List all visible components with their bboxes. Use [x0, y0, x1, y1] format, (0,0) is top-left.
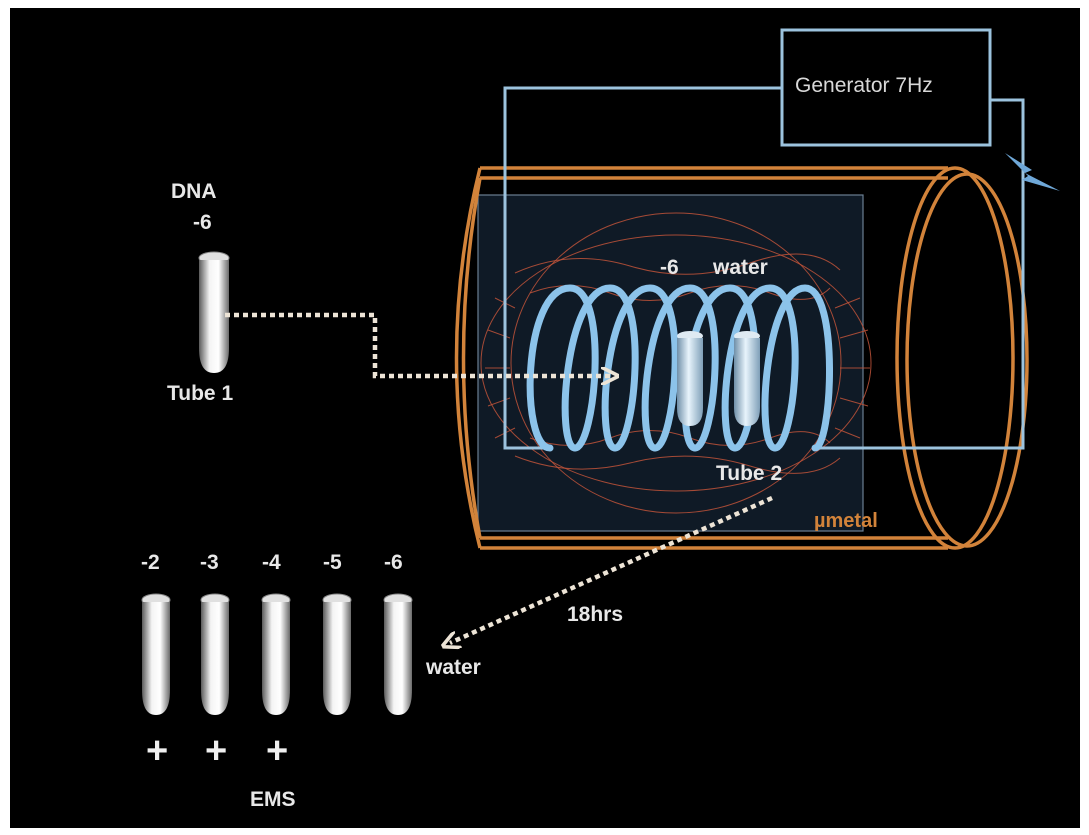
- ems-label: EMS: [250, 788, 296, 811]
- dilution-tube-3: [261, 593, 291, 715]
- tube-1: [198, 251, 230, 373]
- mu-metal-label: µmetal: [814, 510, 878, 532]
- transfer-arrow-2: [450, 495, 773, 643]
- dilution-label-3: -4: [262, 551, 281, 574]
- tube2-label: Tube 2: [716, 462, 783, 485]
- dilution-tube-5: [383, 593, 413, 715]
- coil-water-label: water: [713, 256, 768, 279]
- tube1-name-label: Tube 1: [167, 382, 234, 405]
- tube1-dilution-label: -6: [193, 211, 212, 234]
- dilution-tube-4: [322, 593, 352, 715]
- generator-box: [780, 28, 992, 147]
- transfer-arrow-1: [225, 312, 610, 376]
- generator-label: Generator 7Hz: [795, 74, 933, 97]
- dilution-tube-1: [141, 593, 171, 715]
- dilution-label-2: -3: [200, 551, 219, 574]
- ems-plus-2: +: [205, 730, 228, 772]
- coil-tube-water: [734, 331, 760, 426]
- dilution-label-1: -2: [141, 551, 160, 574]
- dilution-tube-2: [200, 593, 230, 715]
- field-panel: [477, 194, 864, 532]
- dilution-label-4: -5: [323, 551, 342, 574]
- generator-wire: [503, 86, 1025, 450]
- time-label: 18hrs: [567, 603, 624, 626]
- mu-metal-cylinder: [454, 166, 1029, 550]
- coil-tube-dna: [677, 331, 703, 426]
- lightning-bolt-icon: [1005, 153, 1060, 191]
- series-water-label: water: [426, 656, 481, 679]
- dilution-label-5: -6: [384, 551, 403, 574]
- diagram-canvas: Generator 7Hz µmetal DNA -6 Tube 1 -6 wa…: [10, 8, 1080, 828]
- ems-plus-3: +: [266, 730, 289, 772]
- tube1-dna-label: DNA: [171, 180, 217, 203]
- ems-plus-1: +: [146, 730, 169, 772]
- diagram-graphics: [141, 28, 1060, 715]
- coil-dilution-label: -6: [660, 256, 679, 279]
